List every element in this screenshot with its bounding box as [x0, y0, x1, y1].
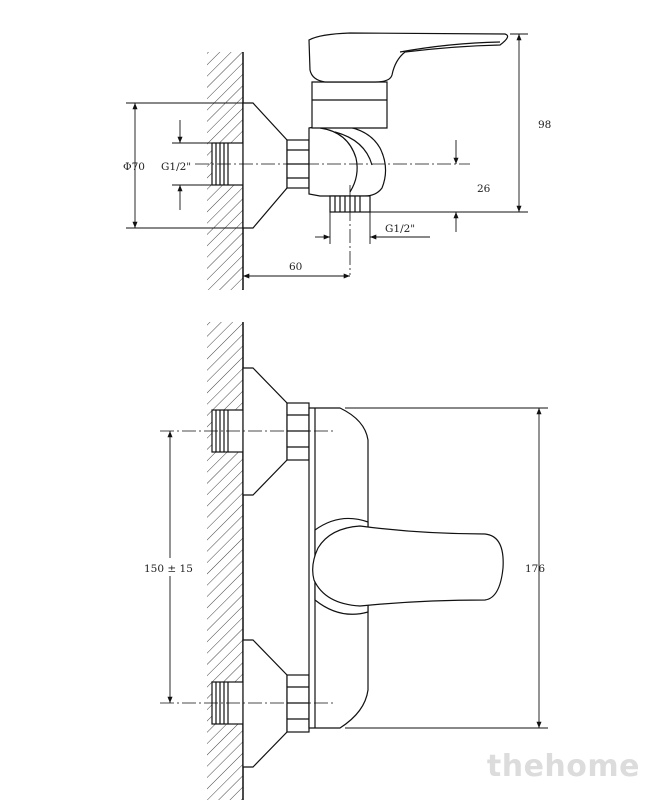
label-outlet-offset: 26 — [477, 183, 491, 195]
hex-nut-lower — [286, 674, 310, 733]
label-thread-bottom: G1/2" — [385, 223, 415, 235]
dimension-height — [370, 33, 528, 213]
label-diameter: Φ70 — [123, 161, 145, 173]
hex-nut-upper — [286, 402, 310, 461]
wall-hatch-bottom — [207, 322, 243, 800]
label-thread-left: G1/2" — [161, 161, 191, 173]
label-height: 98 — [538, 119, 551, 131]
rosette-lower — [242, 639, 288, 768]
lever-handle-front — [312, 525, 504, 607]
dimension-diameter — [126, 102, 250, 229]
side-view — [126, 32, 528, 290]
dimension-width — [345, 407, 548, 729]
dimension-thread-left — [172, 120, 212, 210]
watermark-logo: thehome — [486, 749, 640, 784]
label-width: 176 — [525, 563, 545, 575]
rosette-top — [242, 102, 288, 229]
dimension-thread-bottom — [315, 212, 430, 244]
front-view — [160, 322, 548, 800]
cartridge-housing — [311, 81, 388, 129]
label-depth: 60 — [289, 261, 302, 273]
lever-handle-side — [308, 32, 509, 83]
label-spacing: 150 ± 15 — [144, 563, 193, 575]
rosette-upper — [242, 367, 288, 496]
